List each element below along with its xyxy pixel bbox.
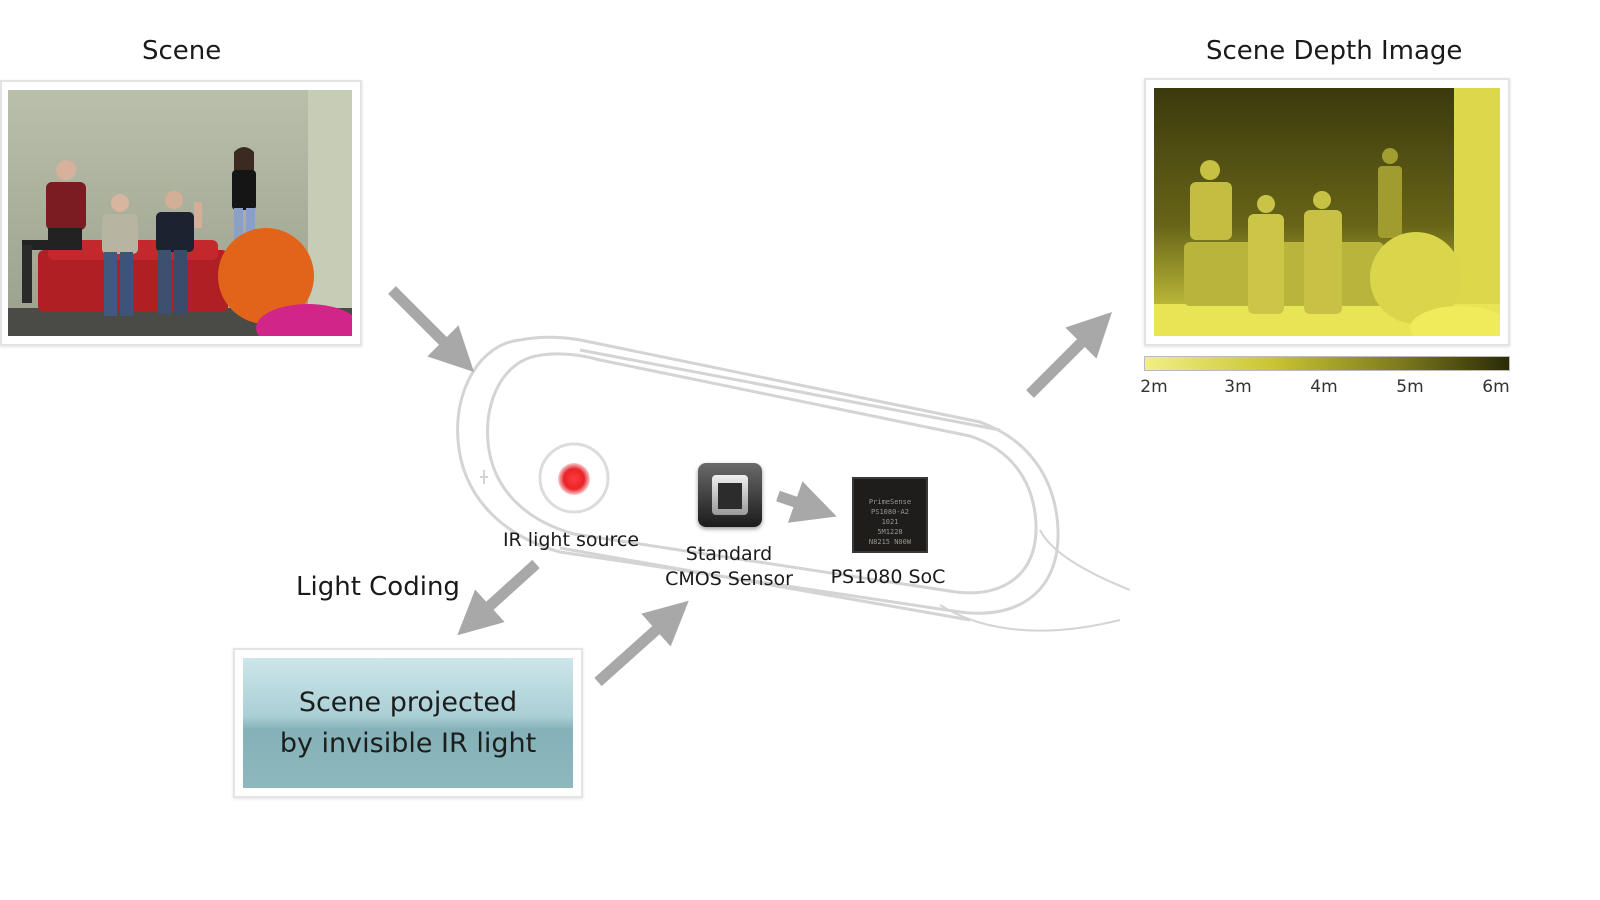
cmos-sensor-icon: [698, 463, 762, 527]
depth-tick-3m: 3m: [1224, 377, 1252, 397]
depth-tick-4m: 4m: [1310, 377, 1338, 397]
depth-scale-ticks: 2m 3m 4m 5m 6m: [1140, 377, 1509, 401]
pink-beanbag: [256, 304, 352, 336]
chip-text-5: N8215 N00W: [868, 538, 912, 546]
chip-text-4: 5M1228: [877, 528, 903, 536]
person-2: [102, 194, 138, 316]
scene-photo: [8, 90, 352, 336]
person-3: [156, 191, 202, 314]
ir-light-source-label: IR light source: [502, 529, 640, 551]
depth-tick-6m: 6m: [1482, 377, 1510, 397]
depth-scale-bar: [1144, 356, 1510, 371]
person-4: [232, 147, 256, 240]
depth-tick-2m: 2m: [1140, 377, 1168, 397]
person-1: [22, 160, 86, 303]
orange-beanbag: [218, 228, 314, 324]
depth-image: [1154, 88, 1500, 336]
cmos-label-line2: CMOS Sensor: [665, 568, 793, 590]
depth-tick-5m: 5m: [1396, 377, 1424, 397]
cmos-label-line1: Standard: [685, 543, 773, 565]
sensor-device-outline: [456, 335, 1131, 632]
chip-text-3: 1021: [881, 518, 899, 526]
scene-photo-frame: [0, 80, 362, 346]
cmos-sensor-label: Standard CMOS Sensor: [662, 542, 796, 592]
light-coding-title: Light Coding: [296, 572, 460, 602]
ps1080-chip-icon: PrimeSense PS1080-A2 1021 5M1228 N8215 N…: [852, 477, 928, 553]
scene-projected-line2: by invisible IR light: [279, 728, 537, 759]
scene-projected-line1: Scene projected: [298, 687, 518, 718]
scene-title: Scene: [142, 36, 222, 66]
ir-light-source-dot: [558, 463, 590, 495]
scene-projected-box: Scene projected by invisible IR light: [243, 658, 573, 788]
scene-projected-frame: Scene projected by invisible IR light: [233, 648, 583, 798]
depth-image-frame: [1144, 78, 1510, 346]
chip-text-2: PS1080-A2: [871, 508, 909, 516]
ps1080-soc-label: PS1080 SoC: [830, 566, 946, 588]
depth-title: Scene Depth Image: [1206, 36, 1463, 66]
chip-text-1: PrimeSense: [868, 498, 912, 506]
